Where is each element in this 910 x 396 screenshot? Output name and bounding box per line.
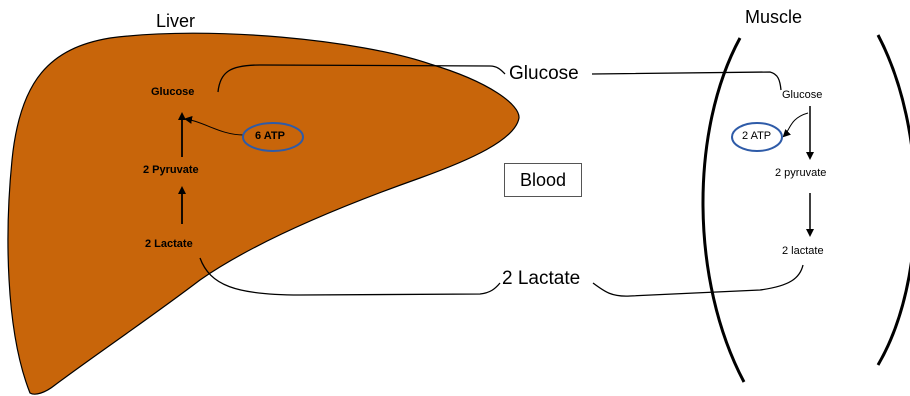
liver-shape — [8, 33, 519, 394]
muscle-glucose-label: Glucose — [782, 89, 822, 101]
muscle-pyruvate-label: 2 pyruvate — [775, 167, 826, 179]
liver-atp-label: 6 ATP — [255, 130, 285, 142]
blood-box: Blood — [504, 163, 582, 197]
muscle-atp-output-arrow — [784, 113, 808, 136]
muscle-left-bracket — [703, 38, 744, 382]
liver-glucose-label: Glucose — [151, 86, 194, 98]
blood-lactate-label: 2 Lactate — [502, 268, 580, 290]
muscle-right-bracket — [878, 35, 910, 365]
blood-glucose-label: Glucose — [509, 63, 579, 85]
blood-label: Blood — [520, 170, 566, 191]
liver-pyruvate-label: 2 Pyruvate — [143, 164, 199, 176]
muscle-atp-label: 2 ATP — [742, 130, 771, 142]
liver-title: Liver — [156, 11, 195, 32]
liver-lactate-label: 2 Lactate — [145, 238, 193, 250]
muscle-title: Muscle — [745, 7, 802, 28]
muscle-lactate-label: 2 lactate — [782, 245, 824, 257]
